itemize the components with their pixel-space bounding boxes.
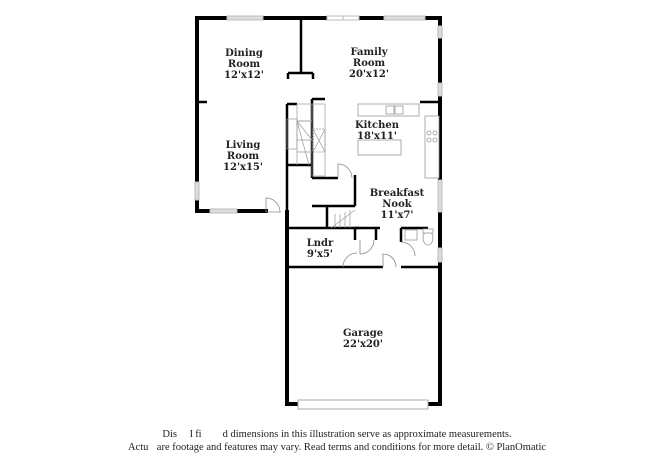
room-name: Living bbox=[225, 140, 261, 151]
room-name: Kitchen bbox=[354, 120, 400, 131]
room-name: Dining bbox=[225, 48, 263, 59]
room-name: Nook bbox=[382, 199, 412, 210]
room-label-laundry: Lndr 9'x5' bbox=[307, 238, 334, 260]
room-name: Room bbox=[352, 58, 386, 69]
room-label-breakfast-nook: Breakfast Nook 11'x7' bbox=[370, 188, 425, 221]
disclaimer-line-2: Actu are footage and features may vary. … bbox=[127, 442, 547, 453]
room-label-family: Family Room 20'x12' bbox=[349, 47, 389, 80]
room-dimensions: 11'x7' bbox=[380, 210, 414, 221]
room-name: Breakfast bbox=[369, 188, 425, 199]
room-name: Room bbox=[226, 151, 260, 162]
bath-fixtures bbox=[404, 228, 434, 246]
kitchen-fixtures bbox=[357, 103, 440, 179]
room-label-kitchen: Kitchen 18'x11' bbox=[355, 120, 399, 142]
doors bbox=[265, 163, 416, 268]
room-dimensions: 20'x12' bbox=[349, 69, 389, 80]
room-name: Room bbox=[227, 59, 261, 70]
room-name: Lndr bbox=[306, 238, 334, 249]
windows bbox=[194, 15, 443, 263]
disclaimer-line-1: Dis I fi d dimensions in this illustrati… bbox=[162, 429, 512, 440]
room-dimensions: 12'x15' bbox=[223, 162, 263, 173]
room-label-dining: Dining Room 12'x12' bbox=[224, 48, 264, 81]
room-label-living: Living Room 12'x15' bbox=[223, 140, 263, 173]
room-dimensions: 12'x12' bbox=[224, 70, 264, 81]
room-dimensions: 22'x20' bbox=[343, 339, 383, 350]
room-label-garage: Garage 22'x20' bbox=[343, 328, 383, 350]
stairs bbox=[286, 103, 356, 229]
room-dimensions: 18'x11' bbox=[357, 131, 397, 142]
room-name: Garage bbox=[342, 328, 384, 339]
room-name: Family bbox=[350, 47, 388, 58]
walls bbox=[195, 16, 442, 406]
room-dimensions: 9'x5' bbox=[306, 249, 333, 260]
garage-door bbox=[297, 399, 429, 410]
